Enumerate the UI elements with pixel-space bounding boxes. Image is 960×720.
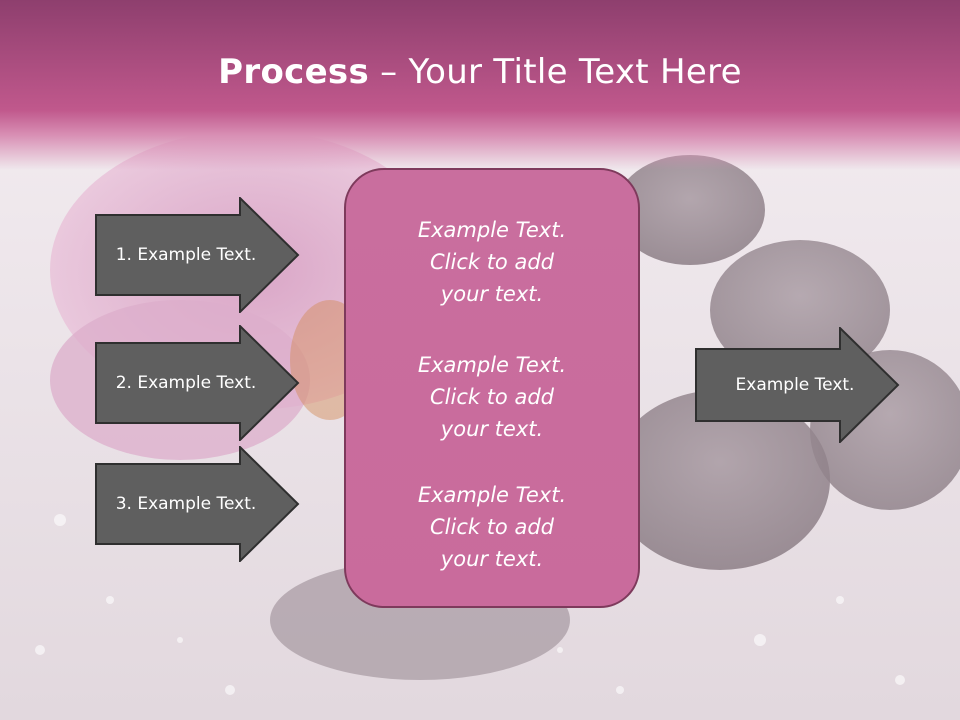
result-label: Example Text. <box>735 375 855 395</box>
step-arrow-2[interactable]: 2. Example Text. <box>95 325 300 441</box>
block-line: your text. <box>440 282 544 306</box>
block-line: your text. <box>440 547 544 571</box>
block-line: Example Text. <box>417 353 567 377</box>
block-line: Click to add <box>429 250 554 274</box>
arrow-shape <box>95 325 300 441</box>
center-text-block-3: Example Text. Click to add your text. <box>346 479 638 575</box>
block-line: Example Text. <box>417 483 567 507</box>
center-text-block-2: Example Text. Click to add your text. <box>346 349 638 445</box>
step-label-3: 3. Example Text. <box>115 494 257 514</box>
block-line: Example Text. <box>417 218 567 242</box>
step-label-2: 2. Example Text. <box>115 373 257 393</box>
title-dash: – <box>380 52 398 92</box>
block-line: Click to add <box>429 385 554 409</box>
slide-title[interactable]: Process – Your Title Text Here <box>0 52 960 92</box>
result-arrow[interactable]: Example Text. <box>695 327 900 443</box>
arrow-shape <box>95 446 300 562</box>
block-line: your text. <box>440 417 544 441</box>
center-text-box[interactable]: Example Text. Click to add your text. Ex… <box>344 168 640 608</box>
center-text-block-1: Example Text. Click to add your text. <box>346 214 638 310</box>
step-label-1: 1. Example Text. <box>115 245 257 265</box>
block-line: Click to add <box>429 515 554 539</box>
title-rest: Your Title Text Here <box>408 52 742 92</box>
arrow-shape <box>95 197 300 313</box>
title-bold: Process <box>218 52 370 92</box>
arrow-shape <box>695 327 900 443</box>
step-arrow-3[interactable]: 3. Example Text. <box>95 446 300 562</box>
step-arrow-1[interactable]: 1. Example Text. <box>95 197 300 313</box>
title-band <box>0 0 960 170</box>
